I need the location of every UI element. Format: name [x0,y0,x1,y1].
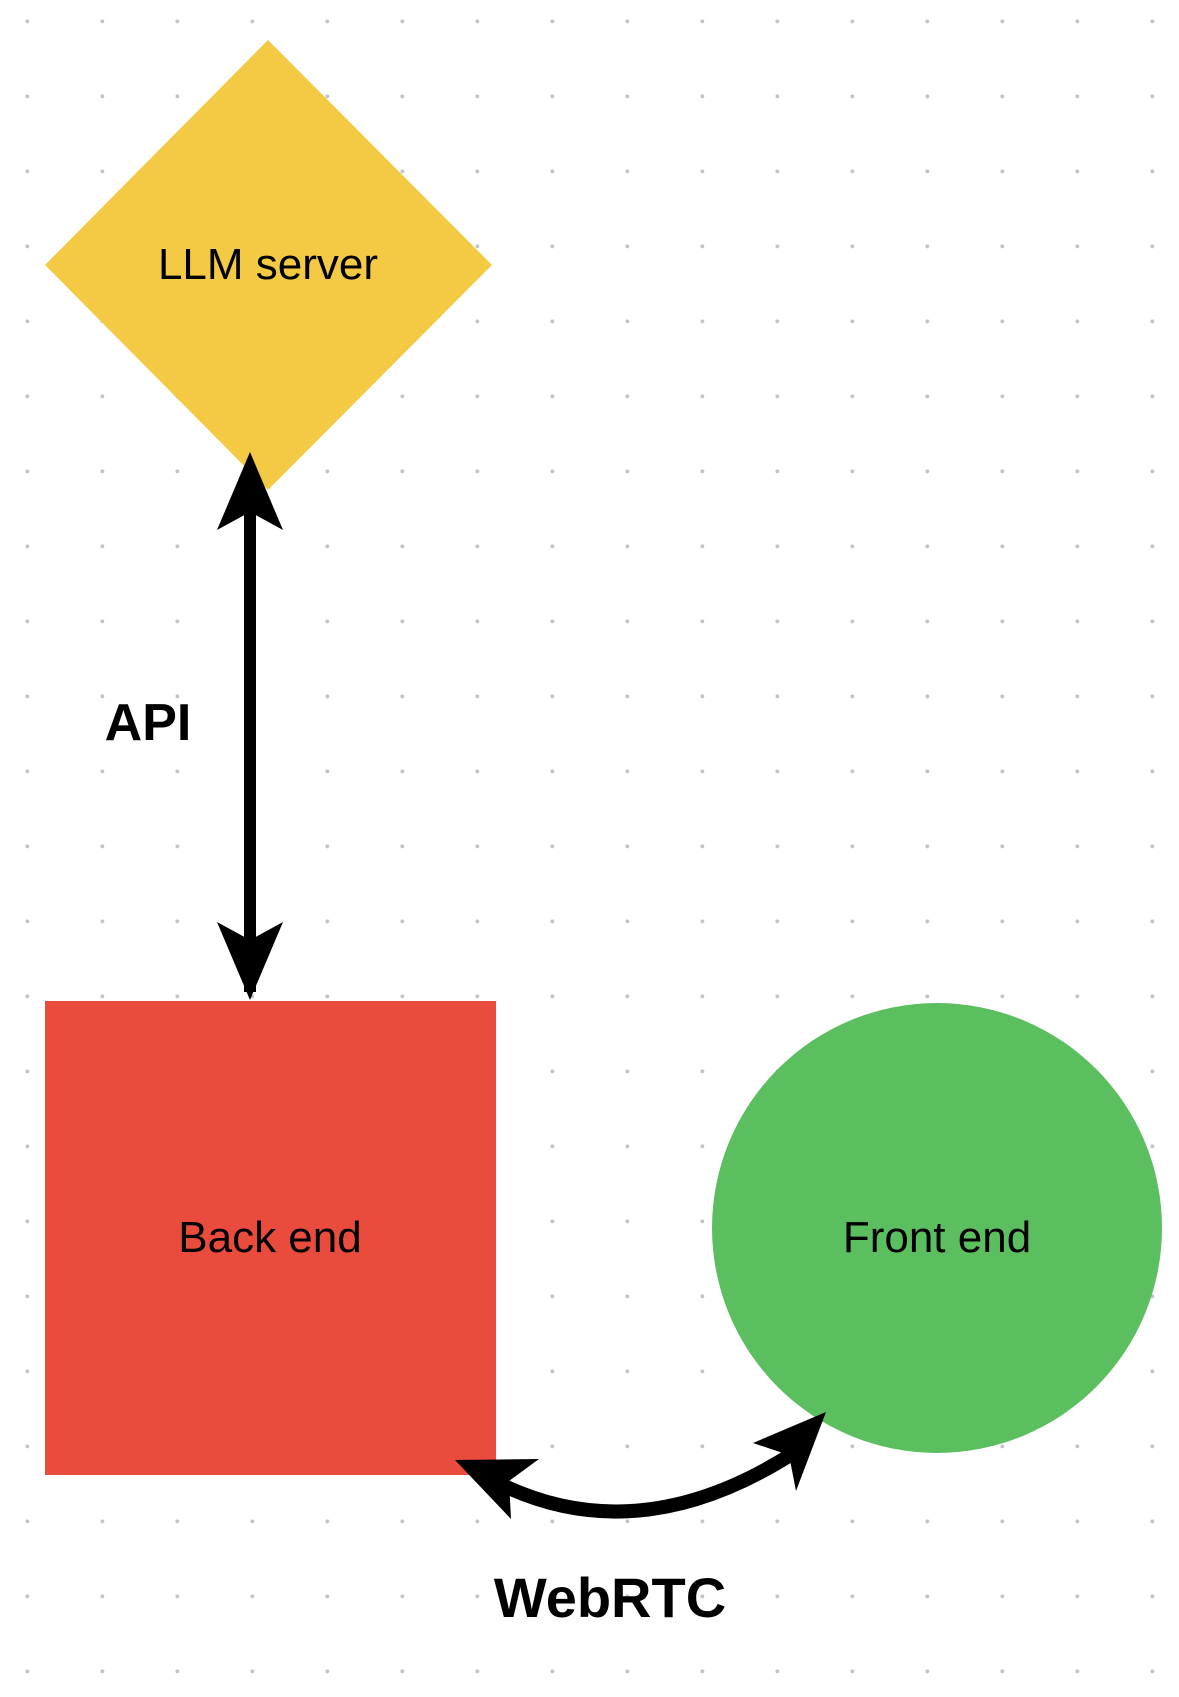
edge-api-arrowhead-up [217,452,283,530]
edge-webrtc-arrowhead-left [455,1459,539,1519]
node-shape-front-end[interactable] [712,1003,1162,1453]
edge-webrtc-curve [496,1446,799,1519]
edge-webrtc[interactable] [455,1412,826,1519]
edge-api-arrowhead-down [217,922,283,1000]
edge-api[interactable] [217,452,283,1000]
node-shape-llm-server[interactable] [45,40,492,490]
edge-webrtc-arrowhead-right [753,1412,826,1491]
node-shape-back-end[interactable] [45,1001,496,1475]
